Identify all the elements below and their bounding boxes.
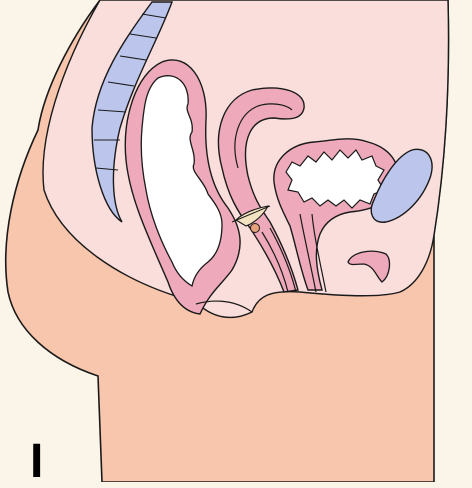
panel-letter: I <box>30 438 43 486</box>
